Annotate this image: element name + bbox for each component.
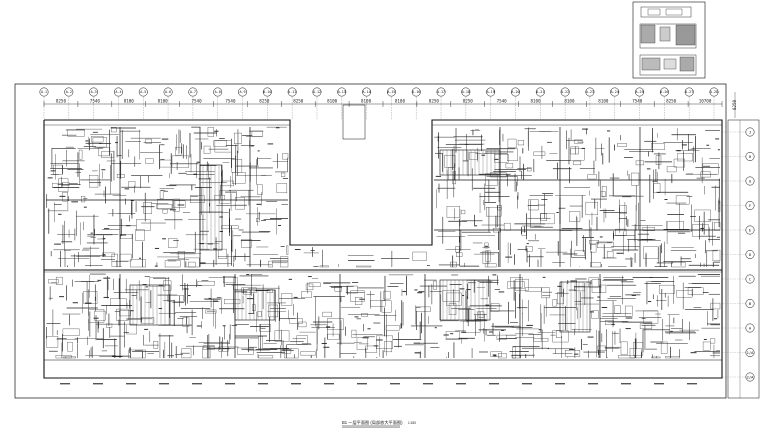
axis-bubble-label: A-27 bbox=[685, 90, 693, 94]
key-plan bbox=[632, 1, 706, 79]
axis-bubble-label: A-11 bbox=[288, 90, 296, 94]
right-axis-label: H bbox=[749, 154, 752, 159]
title-caption: B1 一层平面图 (局部放大平面图) 1:150 bbox=[342, 419, 416, 428]
axis-bubble-label: A-16 bbox=[412, 90, 420, 94]
axis-bubble-label: A-24 bbox=[611, 90, 619, 94]
dimension-label: 8250 bbox=[463, 99, 474, 104]
dimension-label: 8250 bbox=[56, 99, 67, 104]
dimension-label: 8250 bbox=[429, 99, 440, 104]
dimension-label: 7540 bbox=[90, 99, 101, 104]
axis-bubble-label: A-1 bbox=[41, 90, 47, 94]
dimension-label: 8100 bbox=[598, 99, 609, 104]
dimension-label: 8250 bbox=[293, 99, 304, 104]
axis-bubble-label: A-3 bbox=[91, 90, 97, 94]
dimension-label: 7540 bbox=[225, 99, 236, 104]
dimension-label: 8100 bbox=[158, 99, 169, 104]
axis-bubble-label: A-6 bbox=[165, 90, 171, 94]
axis-bubble-label: A-12 bbox=[313, 90, 321, 94]
right-axis-label: C bbox=[749, 276, 751, 281]
axis-bubble-label: A-19 bbox=[487, 90, 495, 94]
dimension-label: 7540 bbox=[632, 99, 643, 104]
axis-bubble-label: A-20 bbox=[511, 90, 519, 94]
right-axis-label: G bbox=[749, 178, 752, 183]
dimension-label: 7540 bbox=[497, 99, 508, 104]
right-dimension-label: 8250 bbox=[732, 99, 737, 110]
axis-grid: A-1 A-2 A-3 A-4 A-5 A-6 A-7 A-8 A-9 A-10 A-11 A-12 A… bbox=[39, 87, 719, 120]
dimension-row: 8250 7540 8100 8100 7540 7540 8250 8250 8100 8100… bbox=[43, 99, 723, 107]
dimension-label: 8100 bbox=[531, 99, 542, 104]
axis-bubble-label: A-5 bbox=[140, 90, 146, 94]
axis-bubble-label: A-15 bbox=[387, 90, 395, 94]
dimension-label: 8250 bbox=[259, 99, 270, 104]
right-axis-label: D bbox=[749, 252, 752, 257]
axis-bubble-label: A-2 bbox=[66, 90, 72, 94]
axis-bubble-label: A-26 bbox=[660, 90, 668, 94]
axis-bubble-label: A-18 bbox=[462, 90, 470, 94]
right-axis-label: 2/A bbox=[747, 374, 755, 379]
drawing-scale: 1:150 bbox=[408, 421, 416, 425]
drawing-caption: B1 一层平面图 (局部放大平面图) bbox=[342, 419, 403, 426]
drawing-frame bbox=[14, 83, 727, 399]
axis-bubble-label: A-13 bbox=[338, 90, 346, 94]
axis-bubble-label: A-23 bbox=[586, 90, 594, 94]
axis-bubble-label: A-7 bbox=[190, 90, 196, 94]
right-axis-label: 1/A bbox=[747, 350, 755, 355]
axis-bubble-label: A-17 bbox=[437, 90, 445, 94]
axis-bubble-label: A-28 bbox=[710, 90, 718, 94]
right-axis-label: J bbox=[749, 129, 751, 134]
dimension-label: 7540 bbox=[192, 99, 203, 104]
right-axis-label: B bbox=[749, 301, 752, 306]
right-axis-grid: J H G F E D C B A 1/A 2/A 8250 bbox=[722, 99, 755, 382]
dimension-label: 8100 bbox=[361, 99, 372, 104]
dimension-label: 8100 bbox=[124, 99, 135, 104]
axis-bubble-label: A-10 bbox=[263, 90, 271, 94]
right-axis-label: F bbox=[749, 203, 752, 208]
axis-bubble-label: A-25 bbox=[635, 90, 643, 94]
plan-detail-lines bbox=[46, 126, 721, 385]
right-legend bbox=[727, 92, 760, 399]
axis-bubble-label: A-22 bbox=[561, 90, 569, 94]
dimension-label: 8100 bbox=[395, 99, 406, 104]
dimension-label: 8250 bbox=[666, 99, 677, 104]
right-axis-label: E bbox=[749, 227, 752, 232]
axis-bubble-label: A-4 bbox=[115, 90, 121, 94]
axis-bubble-label: A-9 bbox=[239, 90, 245, 94]
axis-bubble-label: A-8 bbox=[215, 90, 221, 94]
dimension-label: 8100 bbox=[564, 99, 575, 104]
dimension-label: 8100 bbox=[327, 99, 338, 104]
right-axis-label: A bbox=[749, 325, 752, 330]
axis-bubble-label: A-14 bbox=[363, 90, 371, 94]
dimension-label: 10700 bbox=[699, 99, 712, 104]
axis-bubble-label: A-21 bbox=[536, 90, 544, 94]
building-outline bbox=[43, 104, 723, 379]
